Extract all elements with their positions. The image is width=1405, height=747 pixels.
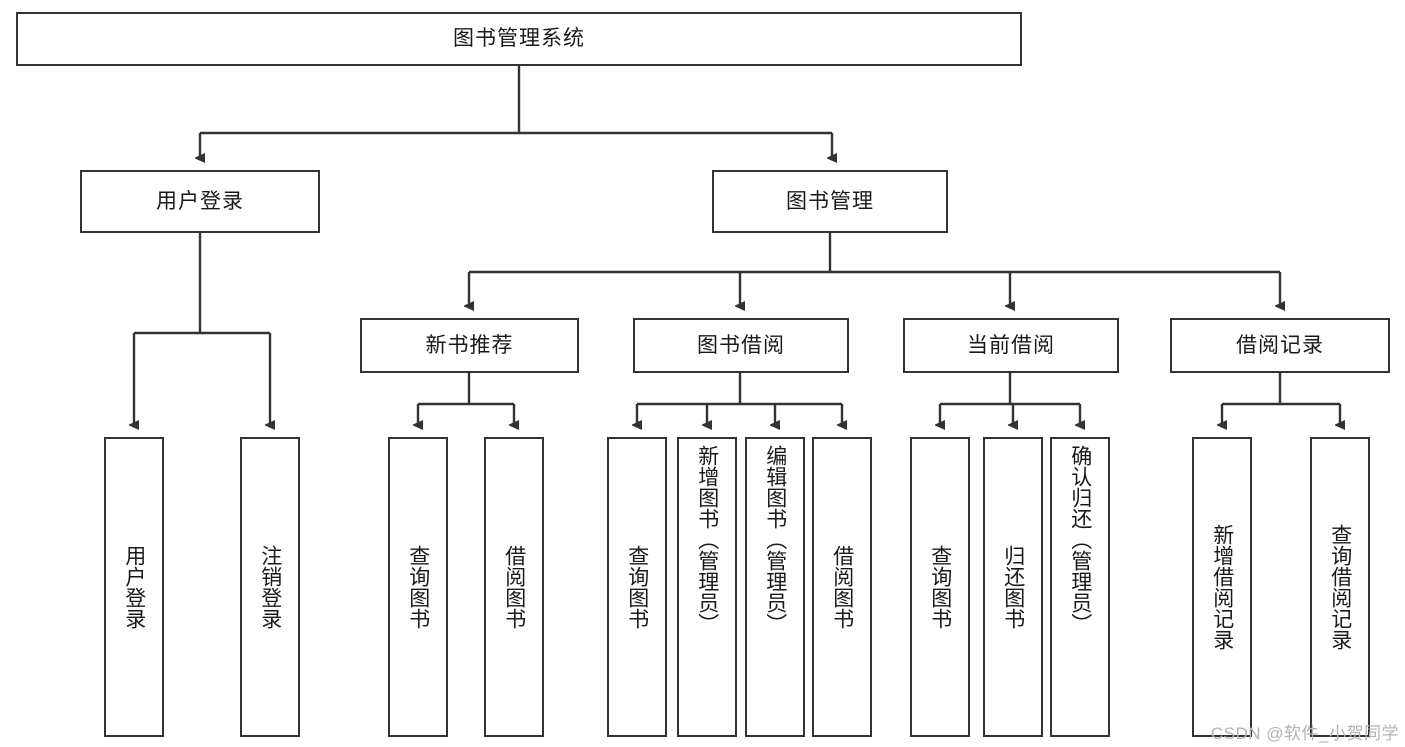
node-new-book-recommend[interactable]: 新书推荐 [360, 318, 579, 373]
node-label: 注销登录 [258, 545, 282, 629]
node-label: 借阅图书 [830, 545, 854, 629]
node-leaf-query-book-current[interactable]: 查询图书 [910, 437, 970, 737]
node-leaf-query-book-recommend[interactable]: 查询图书 [388, 437, 448, 737]
node-label: 编辑图书（管理员） [763, 445, 787, 634]
node-label: 图书管理 [786, 189, 874, 213]
node-label: 图书借阅 [697, 333, 785, 357]
node-label: 确认归还（管理员） [1068, 445, 1092, 634]
node-label: 归还图书 [1001, 545, 1025, 629]
node-leaf-query-borrow-record[interactable]: 查询借阅记录 [1310, 437, 1370, 737]
node-label: 借阅图书 [502, 545, 526, 629]
node-leaf-query-book-borrow[interactable]: 查询图书 [607, 437, 667, 737]
node-borrow-record[interactable]: 借阅记录 [1170, 318, 1390, 373]
node-leaf-user-login[interactable]: 用户登录 [104, 437, 164, 737]
node-leaf-borrow-book-recommend[interactable]: 借阅图书 [484, 437, 544, 737]
node-label: 用户登录 [122, 545, 146, 629]
node-book-borrow[interactable]: 图书借阅 [633, 318, 849, 373]
node-leaf-add-book-admin[interactable]: 新增图书（管理员） [677, 437, 737, 737]
node-label: 新书推荐 [425, 333, 514, 357]
node-book-management[interactable]: 图书管理 [712, 170, 948, 233]
node-label: 借阅记录 [1236, 333, 1324, 357]
node-leaf-add-borrow-record[interactable]: 新增借阅记录 [1192, 437, 1252, 737]
node-label: 查询借阅记录 [1328, 524, 1352, 650]
node-label: 新增借阅记录 [1210, 524, 1234, 650]
node-label: 当前借阅 [967, 333, 1055, 357]
node-leaf-borrow-book[interactable]: 借阅图书 [812, 437, 872, 737]
node-current-borrow[interactable]: 当前借阅 [903, 318, 1119, 373]
node-system-title[interactable]: 图书管理系统 [16, 12, 1022, 66]
node-user-login[interactable]: 用户登录 [80, 170, 320, 233]
node-leaf-confirm-return-admin[interactable]: 确认归还（管理员） [1050, 437, 1110, 737]
node-leaf-edit-book-admin[interactable]: 编辑图书（管理员） [745, 437, 805, 737]
node-leaf-logout-login[interactable]: 注销登录 [240, 437, 300, 737]
node-leaf-return-book[interactable]: 归还图书 [983, 437, 1043, 737]
watermark-text: CSDN @软件_小贺同学 [1210, 724, 1399, 743]
node-label: 用户登录 [156, 189, 244, 213]
node-label: 查询图书 [928, 545, 952, 629]
node-label: 查询图书 [406, 545, 430, 629]
node-label: 新增图书（管理员） [695, 445, 719, 634]
node-label: 图书管理系统 [453, 27, 585, 51]
node-label: 查询图书 [625, 545, 649, 629]
